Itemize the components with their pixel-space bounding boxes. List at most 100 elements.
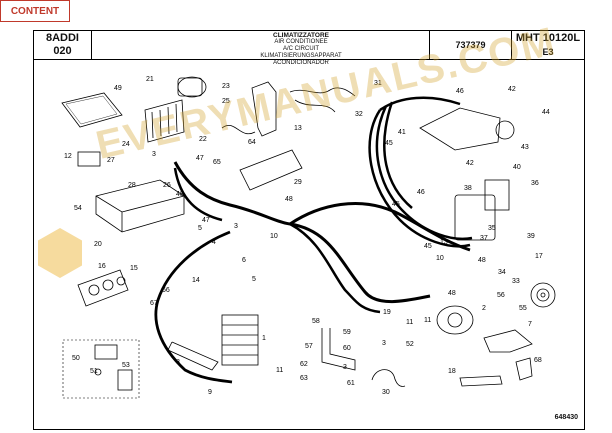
callout-11b: 11 xyxy=(424,317,431,324)
callout-58: 58 xyxy=(312,318,320,325)
mount-bracket-shape xyxy=(483,329,533,353)
callout-1: 1 xyxy=(262,335,266,342)
callout-48d: 48 xyxy=(448,290,456,297)
callout-63: 63 xyxy=(300,375,308,382)
control-panel-shape xyxy=(77,269,129,307)
callout-46b: 46 xyxy=(417,189,425,196)
callout-19: 19 xyxy=(383,309,391,316)
title-line-es: ACONDICIONADOR xyxy=(273,60,329,66)
callout-23: 23 xyxy=(222,83,230,90)
callout-10b: 10 xyxy=(436,255,444,262)
callout-3b: 3 xyxy=(234,223,238,230)
callout-27: 27 xyxy=(107,157,115,164)
callout-26: 26 xyxy=(163,182,171,189)
belt-shape xyxy=(459,375,503,387)
callout-42b: 42 xyxy=(466,160,474,167)
title-line-de: KLIMATISIERUNGSAPPARAT xyxy=(260,53,342,59)
part-number: 737379 xyxy=(429,31,511,59)
callout-5b: 5 xyxy=(252,276,256,283)
callout-labels: 49 21 23 25 22 13 31 32 64 65 24 3 47 12… xyxy=(64,76,550,396)
hose-main xyxy=(173,161,431,304)
callout-60: 60 xyxy=(343,345,351,352)
callout-41: 41 xyxy=(398,129,406,136)
callout-35: 35 xyxy=(488,225,496,232)
callout-4: 4 xyxy=(212,239,216,246)
callout-34: 34 xyxy=(498,269,506,276)
callout-11c: 11 xyxy=(406,319,413,326)
callout-50: 50 xyxy=(72,355,80,362)
callout-7: 7 xyxy=(528,321,532,328)
callout-36: 36 xyxy=(531,180,539,187)
callout-25: 25 xyxy=(222,98,230,105)
callout-22: 22 xyxy=(199,136,207,143)
title-block: 8ADDI 020 CLIMATIZZATORE AIR CONDITIONEE… xyxy=(33,30,585,66)
callout-3d: 3 xyxy=(343,364,347,371)
callout-45b: 45 xyxy=(392,201,400,208)
callout-56: 56 xyxy=(497,292,505,299)
callout-15: 15 xyxy=(130,265,138,272)
callout-54: 54 xyxy=(74,205,82,212)
callout-49: 49 xyxy=(114,85,122,92)
model-line-2: 020 xyxy=(53,45,72,57)
title-line-it: CLIMATIZZATORE xyxy=(273,32,329,39)
callout-10a: 10 xyxy=(270,233,278,240)
callout-13: 13 xyxy=(294,125,302,132)
callout-64: 64 xyxy=(248,139,256,146)
callout-16: 16 xyxy=(98,263,106,270)
callout-57: 57 xyxy=(305,343,313,350)
bracket-shape xyxy=(167,341,219,371)
switch-shape xyxy=(117,369,133,391)
callout-44: 44 xyxy=(542,109,550,116)
callout-8: 8 xyxy=(176,359,180,366)
callout-3c: 3 xyxy=(382,340,386,347)
callout-48c: 48 xyxy=(478,257,486,264)
callout-61: 61 xyxy=(347,380,355,387)
callout-32: 32 xyxy=(355,111,363,118)
callout-3: 3 xyxy=(152,151,156,158)
callout-2: 2 xyxy=(482,305,486,312)
cable-shape xyxy=(371,369,406,387)
machine-code-cell: MHT 10120L E3 xyxy=(511,31,584,59)
callout-62: 62 xyxy=(300,361,308,368)
evaporator-shape xyxy=(221,314,259,366)
air-guide-shape xyxy=(239,149,303,191)
callout-66: 66 xyxy=(162,287,170,294)
callout-45c: 45 xyxy=(424,243,432,250)
callout-24: 24 xyxy=(122,141,130,148)
callout-37: 37 xyxy=(480,235,488,242)
callout-51: 51 xyxy=(90,368,98,375)
callout-6: 6 xyxy=(242,257,246,264)
callout-18: 18 xyxy=(448,368,456,375)
content-badge[interactable]: CONTENT xyxy=(0,0,70,22)
title-line-fr: AIR CONDITIONEE xyxy=(274,39,328,45)
wiring-harness-shape xyxy=(289,87,356,97)
callout-48a: 48 xyxy=(176,191,184,198)
hvac-housing-shape xyxy=(95,179,185,233)
callout-67: 67 xyxy=(150,300,158,307)
exploded-diagram xyxy=(33,60,585,430)
callout-65: 65 xyxy=(213,159,221,166)
callout-45a: 45 xyxy=(385,140,393,147)
fan-shape xyxy=(495,120,515,140)
callout-47: 47 xyxy=(196,155,204,162)
callout-68: 68 xyxy=(534,357,542,364)
callout-21: 21 xyxy=(146,76,154,83)
callout-43: 43 xyxy=(521,144,529,151)
callout-59: 59 xyxy=(343,329,351,336)
callout-5a: 5 xyxy=(198,225,202,232)
callout-13b: 13 xyxy=(440,239,448,246)
detail-box xyxy=(62,339,140,399)
callout-38: 38 xyxy=(464,185,472,192)
callout-31: 31 xyxy=(374,80,382,87)
figure-code: 648430 xyxy=(554,414,578,421)
condenser-cover-shape xyxy=(419,107,501,151)
callout-39: 39 xyxy=(527,233,535,240)
callout-55: 55 xyxy=(519,305,527,312)
section-title: CLIMATIZZATORE AIR CONDITIONEE A/C CIRCU… xyxy=(226,32,376,67)
callout-29: 29 xyxy=(294,179,302,186)
model-line-1: 8ADDI xyxy=(45,32,79,44)
callout-9: 9 xyxy=(208,389,212,396)
machine-sub: E3 xyxy=(542,47,554,57)
callout-52: 52 xyxy=(406,341,414,348)
